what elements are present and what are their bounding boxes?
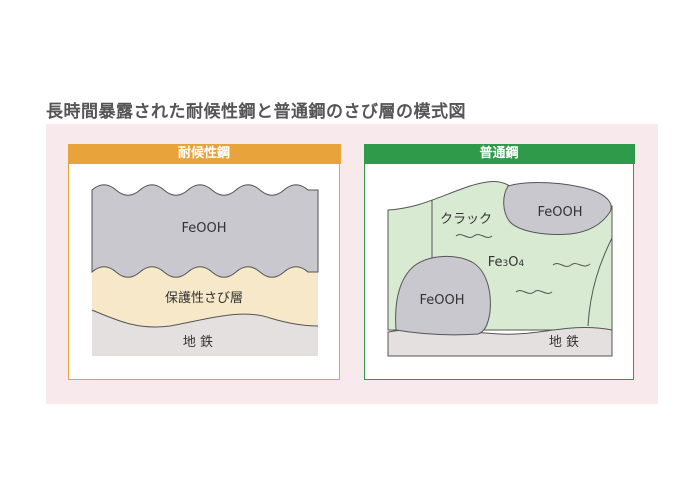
right-squiggle-2	[552, 263, 591, 267]
left-feooh-label: FeOOH	[181, 221, 226, 236]
right-feooh-bottom-blob	[395, 256, 491, 336]
right-squiggle-1	[455, 234, 493, 238]
page-title: 長時間暴露された耐候性鋼と普通鋼のさび層の模式図	[46, 102, 466, 122]
left-protective-rust-layer	[92, 266, 318, 328]
right-feooh-top-label: FeOOH	[537, 205, 582, 220]
right-crack-label: クラック	[440, 212, 492, 227]
right-squiggle-3	[515, 290, 553, 294]
plain-steel-header: 普通鋼	[363, 143, 635, 164]
right-base-iron-label: 地 鉄	[549, 335, 579, 350]
right-edge-crack	[587, 237, 613, 327]
weathering-steel-header: 耐候性鋼	[67, 143, 341, 164]
right-feooh-bottom-label: FeOOH	[419, 293, 464, 308]
right-fe3o4-label: Fe3O4	[488, 255, 525, 270]
left-protective-rust-label: 保護性さび層	[165, 290, 243, 306]
left-interface-line	[91, 309, 319, 328]
left-base-iron	[92, 310, 318, 356]
left-base-iron-label: 地 鉄	[183, 335, 213, 350]
left-feooh-layer	[91, 184, 319, 278]
right-feooh-top-blob	[503, 182, 612, 235]
